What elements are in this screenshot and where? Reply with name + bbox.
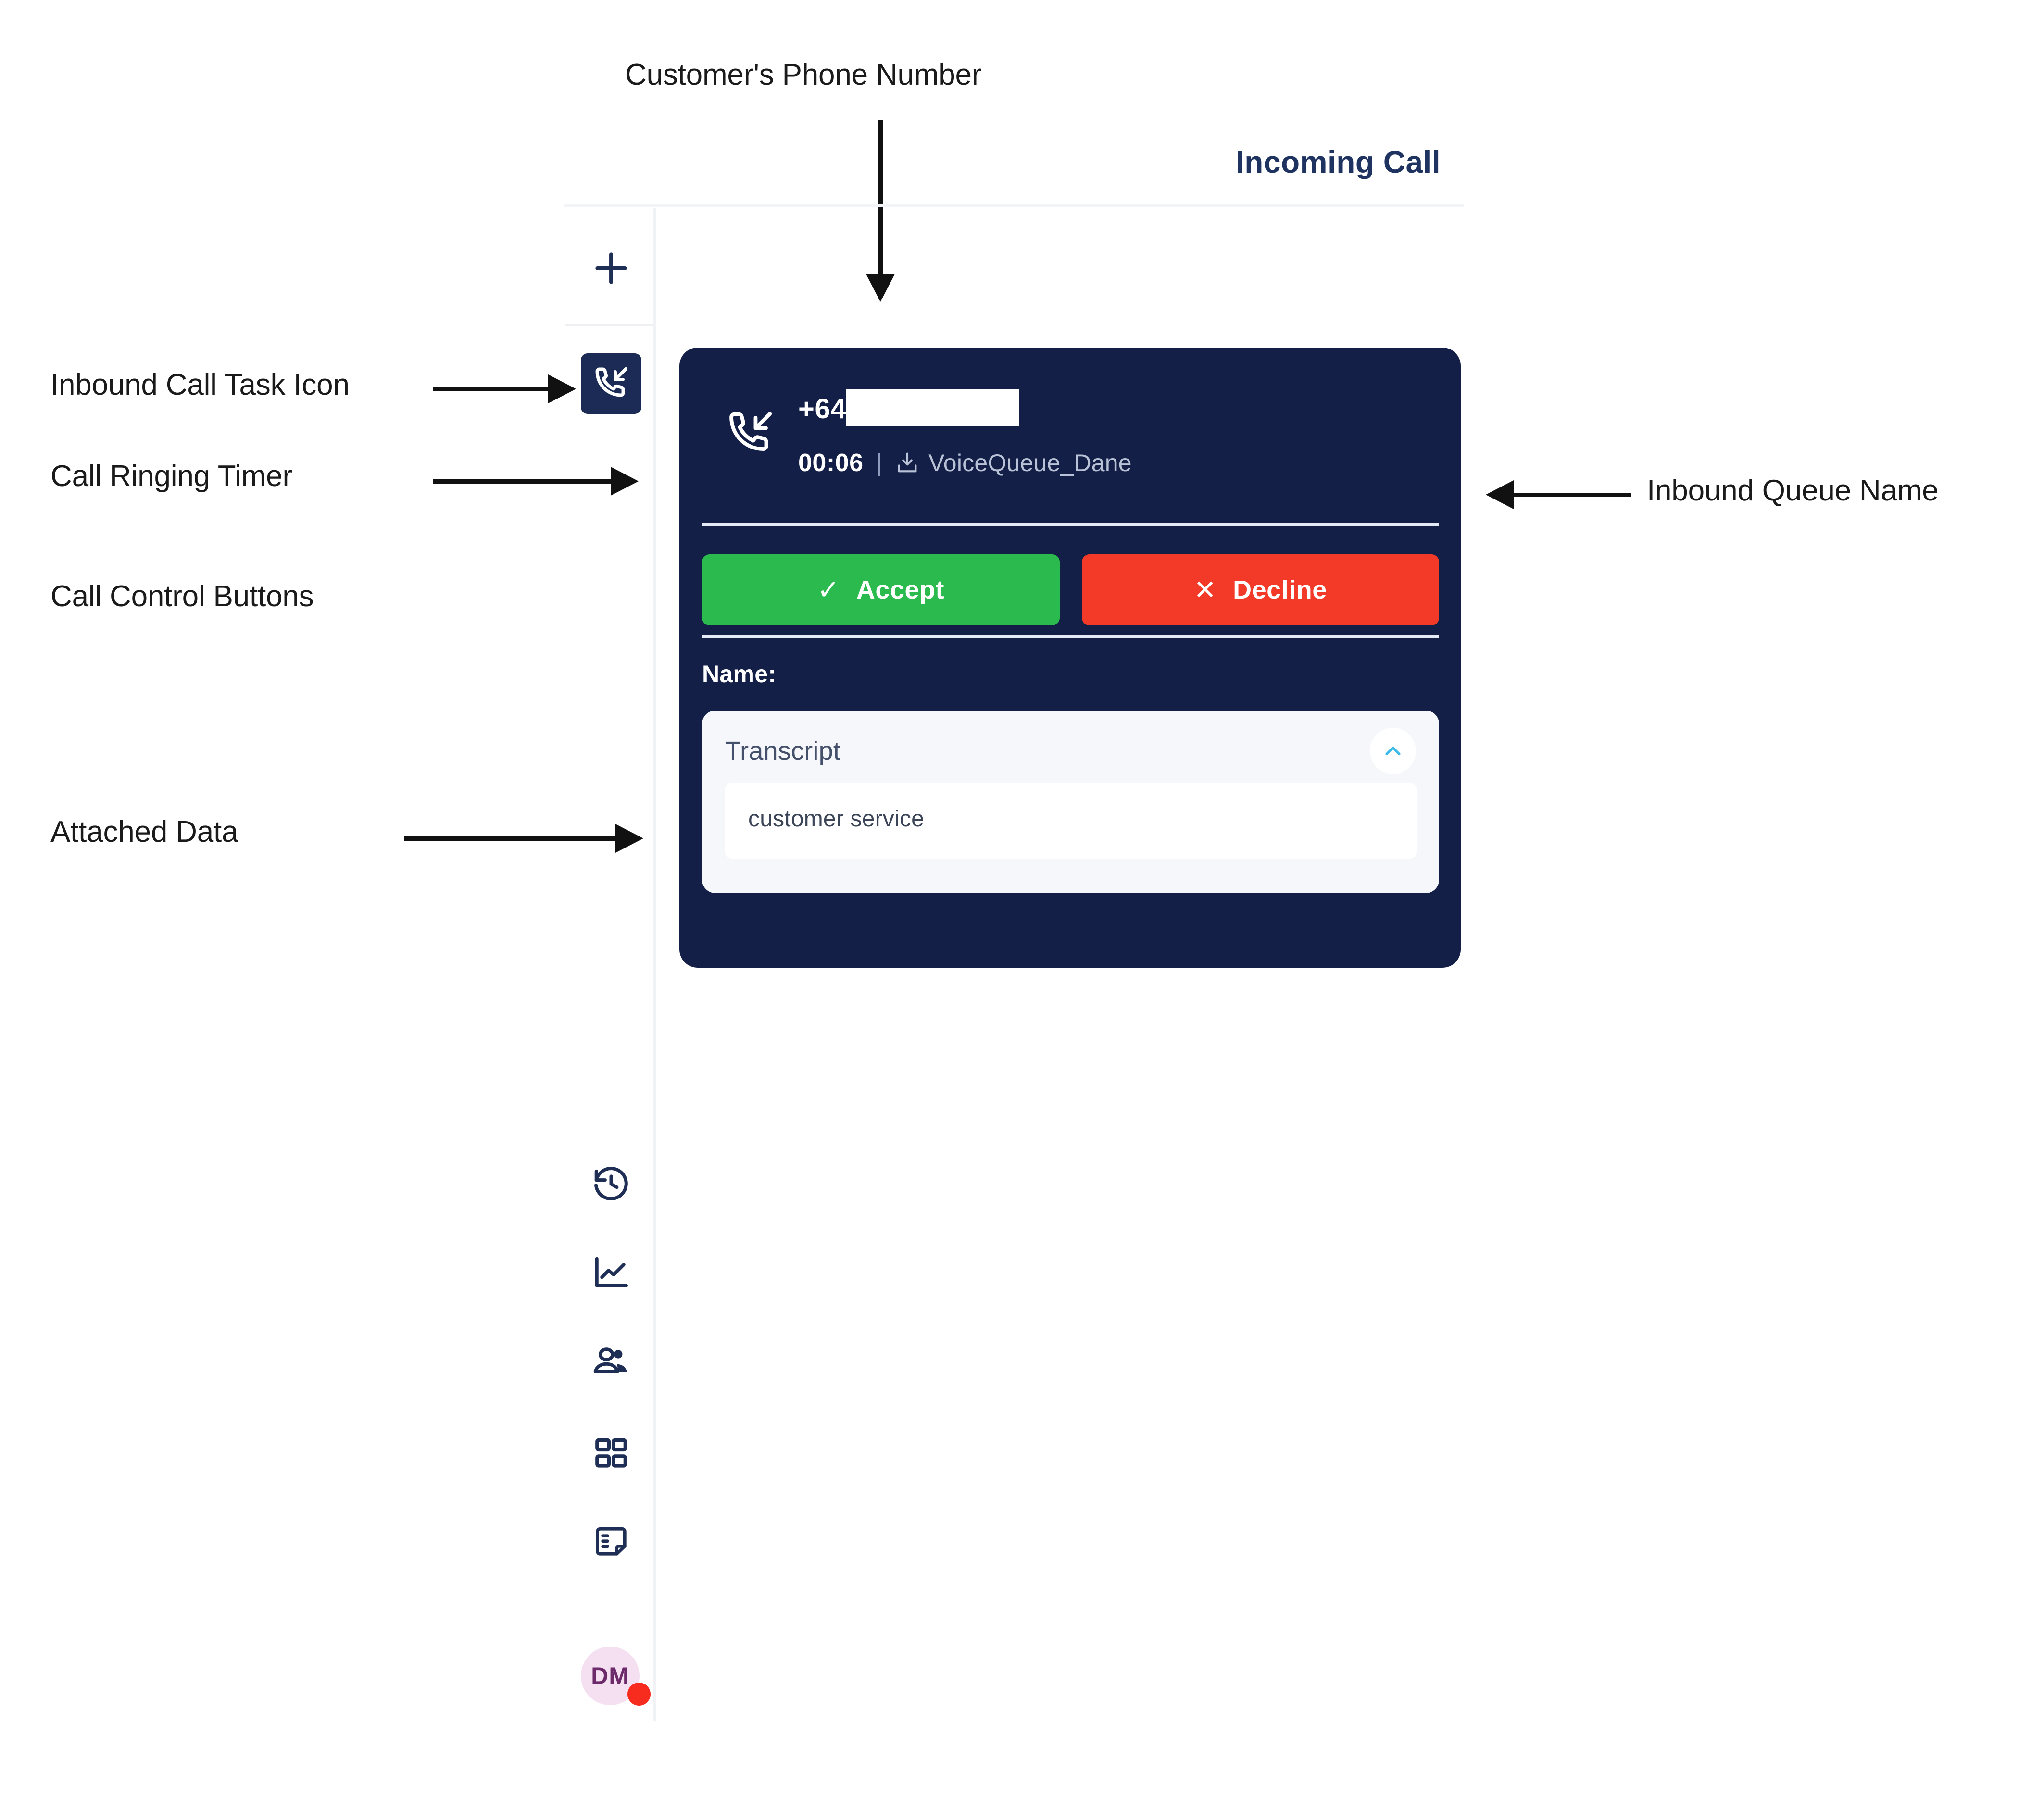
transcript-title: Transcript bbox=[725, 736, 841, 765]
card-divider-bottom bbox=[702, 635, 1439, 638]
annotation-label-call-ringing-timer: Call Ringing Timer bbox=[50, 460, 292, 493]
card-divider-top bbox=[702, 523, 1439, 526]
note-icon[interactable] bbox=[581, 1512, 641, 1572]
queue-download-icon bbox=[895, 450, 920, 475]
annotation-label-attached-data: Attached Data bbox=[50, 815, 238, 848]
page-title: Incoming Call bbox=[1236, 145, 1441, 179]
accept-button-label: Accept bbox=[856, 575, 944, 604]
plus-icon[interactable] bbox=[581, 238, 641, 299]
annotation-label-inbound-call-task-icon: Inbound Call Task Icon bbox=[50, 368, 350, 401]
meta-separator: | bbox=[876, 449, 883, 477]
decline-button[interactable]: ✕ Decline bbox=[1081, 554, 1439, 625]
close-icon: ✕ bbox=[1193, 574, 1217, 605]
call-ringing-timer: 00:06 bbox=[798, 449, 864, 477]
sidebar bbox=[564, 208, 656, 1721]
check-icon: ✓ bbox=[817, 574, 840, 605]
annotation-label-customers-phone-number: Customer's Phone Number bbox=[625, 58, 982, 91]
header-divider bbox=[564, 204, 1464, 207]
annotation-label-call-control-buttons: Call Control Buttons bbox=[50, 580, 314, 613]
call-header: +64 00:06 | VoiceQueue_Dane bbox=[679, 368, 1461, 493]
decline-button-label: Decline bbox=[1233, 575, 1327, 604]
call-meta-row: 00:06 | VoiceQueue_Dane bbox=[798, 448, 1132, 478]
phone-incoming-icon bbox=[724, 407, 777, 460]
line-chart-icon[interactable] bbox=[581, 1243, 641, 1303]
chevron-up-icon[interactable] bbox=[1370, 728, 1416, 774]
incoming-call-card: +64 00:06 | VoiceQueue_Dane ✓ Accept ✕ D… bbox=[679, 348, 1461, 968]
attached-data-name-label: Name: bbox=[702, 661, 777, 687]
sidebar-divider bbox=[565, 324, 654, 326]
status-badge bbox=[627, 1683, 651, 1706]
call-control-buttons: ✓ Accept ✕ Decline bbox=[702, 554, 1439, 625]
history-icon[interactable] bbox=[581, 1154, 641, 1214]
customer-phone-number: +64 bbox=[798, 393, 846, 424]
transcript-header: Transcript bbox=[725, 728, 1416, 774]
phone-incoming-icon[interactable] bbox=[581, 353, 641, 414]
transcript-value-box: customer service bbox=[725, 783, 1417, 859]
grid-apps-icon[interactable] bbox=[581, 1423, 641, 1484]
call-number-row: +64 bbox=[798, 389, 1019, 426]
transcript-value: customer service bbox=[748, 806, 924, 832]
phone-number-redaction bbox=[846, 389, 1019, 426]
annotation-label-inbound-queue-name: Inbound Queue Name bbox=[1647, 474, 1939, 507]
inbound-queue-name: VoiceQueue_Dane bbox=[928, 449, 1132, 476]
avatar-initials: DM bbox=[591, 1662, 629, 1689]
accept-button[interactable]: ✓ Accept bbox=[702, 554, 1060, 625]
transcript-panel: Transcript customer service bbox=[702, 711, 1439, 893]
contacts-icon[interactable] bbox=[581, 1332, 641, 1392]
